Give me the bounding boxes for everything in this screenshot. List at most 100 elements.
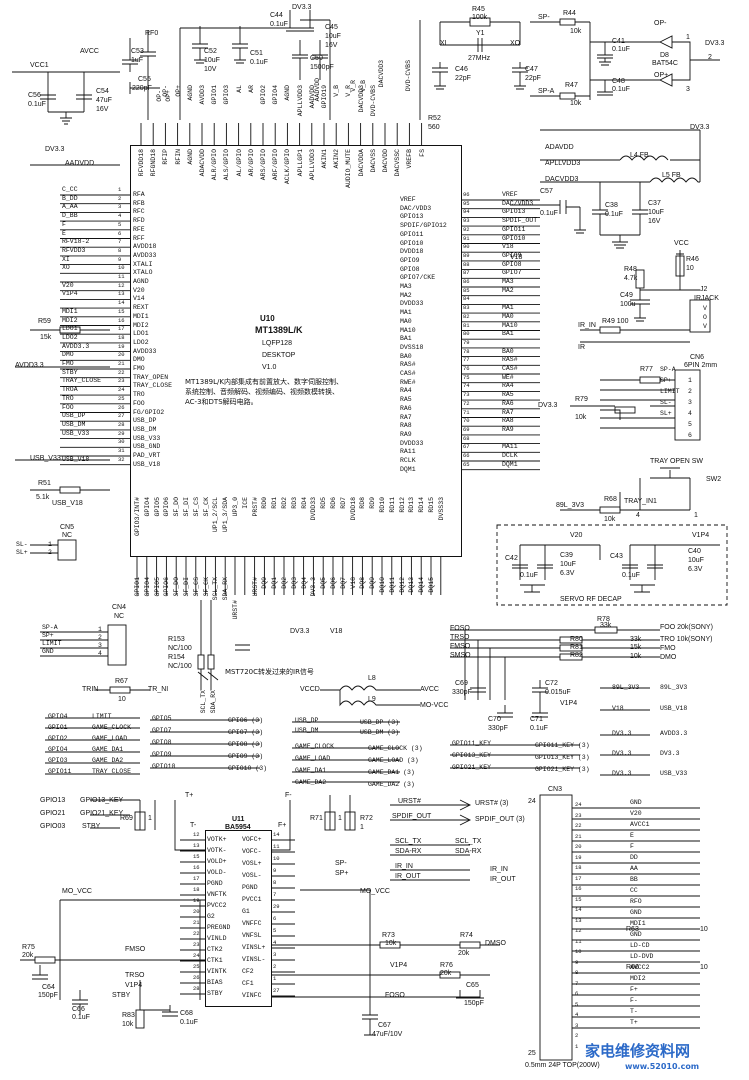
u10-left-pin-name: TRAY_CLOSE xyxy=(133,382,173,390)
u10-top-net: V_B xyxy=(333,85,341,97)
u10-right-pin-number: 78 xyxy=(463,347,470,355)
d8-value: BAT54C xyxy=(652,60,678,67)
focus-tracking-network xyxy=(450,626,660,718)
u10-right-pin-name: RA6 xyxy=(400,404,412,412)
c53-value: 1uF xyxy=(131,57,144,64)
cn4-net: LIMIT xyxy=(42,640,62,647)
u10-left-pin-name: MDI1 xyxy=(133,312,149,320)
crystal-circuit xyxy=(419,17,528,120)
u11-left-pin-name: VOLD+ xyxy=(207,858,227,865)
u10-right-net: MA11 xyxy=(502,443,518,451)
r80-ref: R80 xyxy=(570,636,583,643)
dacvdd3-label: DACVDD3 xyxy=(545,176,579,183)
u11-right-pin-name: CF2 xyxy=(242,968,254,975)
sw2-label: SW2 xyxy=(706,476,722,483)
f-minus-label: F- xyxy=(285,792,292,799)
c49-ref: C49 xyxy=(620,292,633,299)
u10-left-pin-name: REXT xyxy=(133,304,149,312)
u11-left-pin-name: VINLD xyxy=(207,935,227,942)
c46-value: 22pF xyxy=(455,75,471,82)
cn5-net: SL- xyxy=(16,541,28,548)
c44-ref: C44 xyxy=(270,12,283,19)
u11-left-pin-name: CTK1 xyxy=(207,957,223,964)
u10-right-pin-name: DQM1 xyxy=(400,465,416,473)
key-target: GPIO13_KEY (3) xyxy=(535,754,590,761)
foso-u11: FOSO xyxy=(385,992,405,999)
u10-left-net: STBY xyxy=(62,368,78,376)
u10-bottom-pin-name: RD10 xyxy=(379,497,386,513)
c43-value: 0.1uF xyxy=(622,572,640,579)
u11-right-pin-name: G1 xyxy=(242,908,250,915)
r83-value: 10k xyxy=(122,1021,134,1028)
u10-right-pin-name: GPIO9 xyxy=(400,256,420,264)
gpio-left-target: GAME_DA1 xyxy=(92,746,124,753)
cn3-ref: CN3 xyxy=(548,786,563,793)
gpio-map-wiring xyxy=(45,717,580,783)
tray-switch-label: TRAY OPEN SW xyxy=(650,458,704,465)
c45-value: 10uF xyxy=(325,33,341,40)
u10-bottom-net: DQ10 xyxy=(379,577,386,593)
xtal-freq: 27MHz xyxy=(468,55,491,62)
u10-bottom-pin-name: RD5 xyxy=(320,497,328,509)
u10-bottom-pin-name: SF_CK xyxy=(202,497,210,517)
gpio-left-source: GPIO2 xyxy=(48,735,68,742)
sda-rx-vert: SDA_RX xyxy=(210,690,217,714)
u10-bottom-net: URST# xyxy=(251,577,259,597)
u10-right-pin-number: 85 xyxy=(463,286,470,294)
c57-ref: C57 xyxy=(540,188,553,195)
u10-left-pin-number: 25 xyxy=(118,394,125,402)
cn6-ref: CN6 xyxy=(690,354,705,361)
gpio21-key-label: GPIO21_KEY xyxy=(80,810,124,817)
u11-right-pin-name: VNFFC xyxy=(242,920,262,927)
sp-minus-label: SP- xyxy=(538,14,550,21)
u10-bottom-net: SF_DI xyxy=(183,577,190,597)
u10-right-pin-name: RWE# xyxy=(400,378,416,386)
key-source: GPIO11_KEY xyxy=(452,740,492,747)
r52-value: 560 xyxy=(428,124,440,131)
cn3-pin-number: 2 xyxy=(575,1032,579,1039)
u11-left-pin-number: 23 xyxy=(193,941,200,948)
u10-bottom-net: GPIO1 xyxy=(134,577,141,597)
u10-left-net: USB_DM xyxy=(62,420,86,428)
u10-right-pin-number: 83 xyxy=(463,304,470,312)
u10-left-pin-number: 5 xyxy=(118,220,122,228)
dv33-mid: DV3.3 xyxy=(290,628,310,635)
u10-top-net: GPIO4 xyxy=(272,85,280,105)
u10-left-net: V20 xyxy=(62,281,74,289)
c38-ref: C38 xyxy=(605,202,618,209)
u11-right-pin-number: 1 xyxy=(273,975,277,982)
gpio-left-source: GPIO1 xyxy=(48,724,68,731)
u10-bottom-pin-name: RD14 xyxy=(418,497,426,513)
c51-ref: C51 xyxy=(250,50,263,57)
c37-voltage: 16V xyxy=(648,218,661,225)
u10-top-net: GPIO3 xyxy=(223,85,231,105)
u10-right-net: VREF xyxy=(502,191,518,198)
u10-bottom-net: DQ8 xyxy=(359,577,367,589)
diode-pin1: 1 xyxy=(686,34,690,41)
op-plus-net: OP+ xyxy=(654,72,669,79)
u10-left-pin-name: USB_DM xyxy=(133,425,157,433)
u10-right-net: DQM1 xyxy=(502,460,518,468)
c40-value: 10uF xyxy=(688,557,704,564)
u10-bottom-pin-name: GPIO5 xyxy=(153,497,161,517)
u10-right-pin-name: SPDIF/GPIO12 xyxy=(400,222,447,230)
c40-ref: C40 xyxy=(688,548,701,555)
u10-top-net: OP+ xyxy=(174,85,182,97)
r75-value: 20k xyxy=(22,952,34,959)
u10-top-pin-name: ALS/GPIO xyxy=(223,149,231,181)
scl-signal-target: SCL_TX xyxy=(455,838,482,845)
c47-ref: C47 xyxy=(525,66,538,73)
stby-u11: STBY xyxy=(112,992,131,999)
u10-bottom-net: DV3.3 xyxy=(310,577,318,597)
u11-right-pin-name: VINSL+ xyxy=(242,944,266,951)
c65-ref: C65 xyxy=(466,982,479,989)
cn4-net: SP-A xyxy=(42,624,58,631)
u10-left-net: DMO xyxy=(62,351,74,359)
u10-left-pin-number: 26 xyxy=(118,403,125,411)
u11-left-pin-name: PREGND xyxy=(207,924,231,931)
r74-ref: R74 xyxy=(460,932,473,939)
u10-top-pin-name: ARS/GPIO xyxy=(260,149,267,181)
r51-value: 5.1k xyxy=(36,494,50,501)
u11-right-pin-number: 11 xyxy=(273,843,280,850)
u10-left-pin-number: 14 xyxy=(118,299,125,307)
